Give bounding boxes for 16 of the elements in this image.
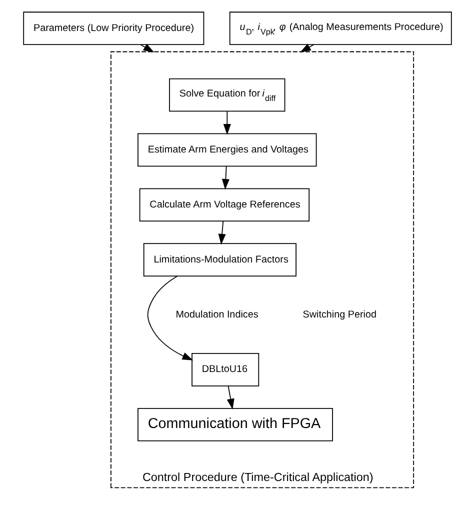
node-box: Communication with FPGA bbox=[137, 408, 332, 442]
node-box: DBLtoU16 bbox=[191, 353, 259, 386]
arrow bbox=[218, 220, 226, 245]
arrow bbox=[146, 276, 193, 360]
label: Switching Period bbox=[302, 309, 376, 320]
node-box: Parameters (Low Priority Procedure) bbox=[22, 12, 204, 45]
node-box: u$_{D}$, i$_{Vpk}$, φ (Analog Measurements Procedure) bbox=[228, 12, 452, 45]
node-box: Limitations-Modulation Factors bbox=[142, 243, 296, 276]
arrow bbox=[300, 44, 314, 52]
arrow bbox=[226, 386, 234, 410]
node-box: Estimate Arm Energies and Voltages bbox=[137, 133, 316, 167]
node-box: Solve Equation for i$_{diff}$ bbox=[168, 78, 285, 112]
arrow bbox=[222, 110, 230, 135]
label: Modulation Indices bbox=[175, 309, 258, 320]
arrow bbox=[221, 166, 229, 190]
node-box: Calculate Arm Voltage References bbox=[138, 188, 310, 222]
